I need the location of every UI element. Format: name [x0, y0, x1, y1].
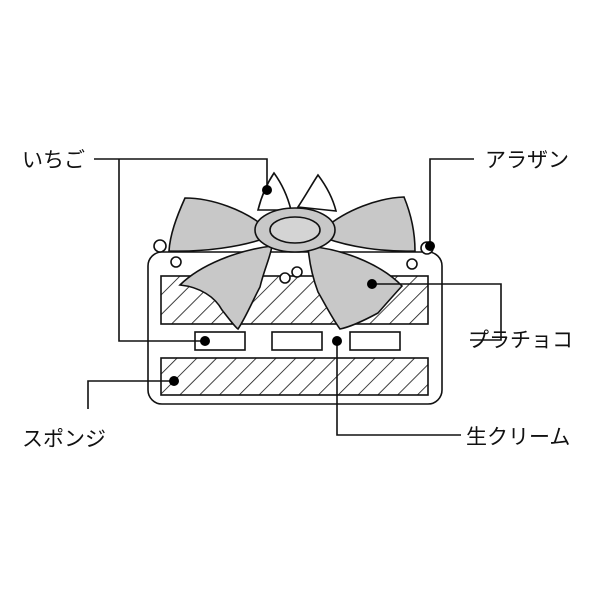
marker-dot — [262, 185, 272, 195]
bow-loop-left — [168, 197, 267, 252]
leader-fresh-cream — [336, 341, 461, 436]
marker-dot — [367, 279, 377, 289]
leader-strawberry-slice — [118, 159, 205, 342]
label-strawberry: いちご — [22, 148, 85, 172]
bow-loop-right — [324, 196, 416, 252]
leader-sponge — [87, 380, 174, 409]
label-sponge: スポンジ — [22, 427, 106, 451]
sugar-pearl — [406, 258, 418, 270]
leader-sugar-pearl — [429, 158, 474, 246]
sponge-layer — [160, 357, 429, 396]
bow-knot-inner — [269, 216, 321, 244]
leader-plastic-chocolate — [372, 283, 502, 341]
label-fresh-cream: 生クリーム — [466, 425, 570, 449]
strawberry-slice — [349, 331, 401, 351]
label-sugar-pearl: アラザン — [485, 148, 569, 172]
label-plastic-chocolate: プラチョコ — [468, 328, 573, 352]
marker-dot — [332, 336, 342, 346]
bow-tip-right — [296, 173, 338, 212]
ribbon-tail-right — [307, 245, 404, 330]
marker-dot — [169, 376, 179, 386]
sugar-pearl — [279, 272, 291, 284]
leader-strawberry — [94, 158, 268, 190]
strawberry-slice — [271, 331, 323, 351]
sugar-pearl — [291, 266, 303, 278]
marker-dot — [425, 241, 435, 251]
sugar-pearl — [153, 239, 167, 253]
ribbon-tail-left — [178, 245, 273, 331]
marker-dot — [200, 336, 210, 346]
bow-tip-left — [256, 171, 293, 211]
sugar-pearl — [170, 256, 182, 268]
